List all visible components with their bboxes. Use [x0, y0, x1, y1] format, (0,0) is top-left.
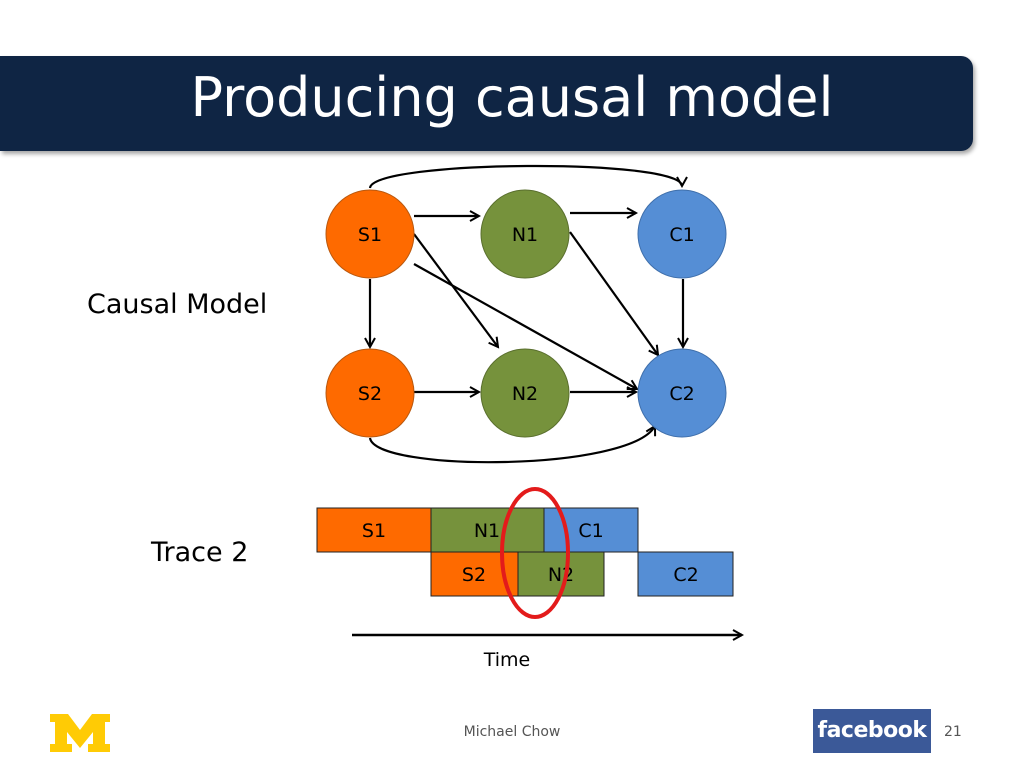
- trace-label: Trace 2: [151, 537, 249, 568]
- trace-boxes: S1 N1 C1 S2 N2 C2: [316, 507, 734, 597]
- node-s2-label: S2: [358, 383, 382, 405]
- edge-s1-c1-curve: [368, 164, 682, 189]
- trace-box-s1-label: S1: [362, 520, 386, 542]
- trace-box-n1-label: N1: [474, 520, 500, 542]
- time-label: Time: [483, 649, 531, 671]
- highlight-ellipse: [500, 487, 570, 619]
- causal-edges: [368, 164, 683, 464]
- node-n2-label: N2: [512, 383, 538, 405]
- node-c1: [637, 189, 727, 279]
- causal-model-label: Causal Model: [87, 289, 268, 320]
- node-n2: [480, 348, 570, 438]
- facebook-logo: facebook: [813, 709, 931, 753]
- trace-box-c2-label: C2: [673, 564, 698, 586]
- causal-nodes: S1 N1 C1 S2 N2 C2: [325, 189, 727, 438]
- node-s1-label: S1: [358, 224, 382, 246]
- trace-box-c2: [637, 551, 734, 597]
- node-c2: [637, 348, 727, 438]
- trace-box-c1-label: C1: [578, 520, 603, 542]
- node-n1: [480, 189, 570, 279]
- edge-s1-n2: [413, 233, 498, 347]
- title-bar: [0, 56, 973, 151]
- node-c2-label: C2: [669, 383, 694, 405]
- node-c1-label: C1: [669, 224, 694, 246]
- edge-s1-c2: [413, 263, 637, 389]
- umich-logo-icon: [50, 714, 110, 752]
- edge-s2-c2-curve: [368, 426, 655, 464]
- trace-box-s1: [316, 507, 432, 553]
- trace-box-n2-label: N2: [548, 564, 574, 586]
- footer-author: Michael Chow: [463, 724, 561, 740]
- node-n1-label: N1: [512, 224, 538, 246]
- trace-box-s2-label: S2: [462, 564, 486, 586]
- node-s1: [325, 189, 415, 279]
- slide-title: Producing causal model: [190, 66, 834, 129]
- trace-box-n1: [430, 507, 545, 553]
- slide-number: 21: [944, 724, 962, 740]
- node-s2: [325, 348, 415, 438]
- edge-n1-c2: [569, 231, 658, 355]
